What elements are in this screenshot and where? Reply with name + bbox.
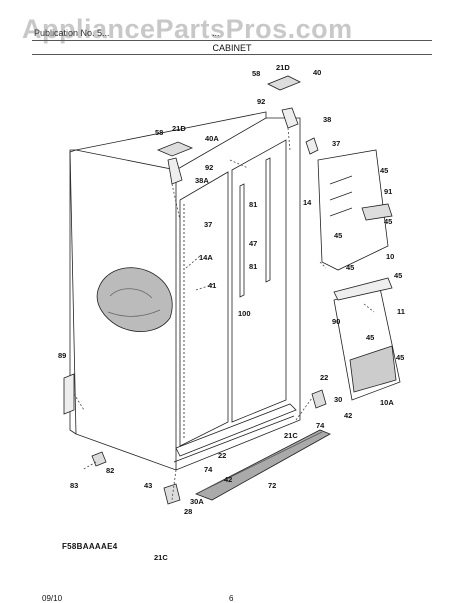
callout-label: 45 — [334, 231, 342, 240]
watermark: AppliancePartsPros.com — [22, 14, 353, 44]
callout-label: 81 — [249, 262, 257, 271]
callout-label: 37 — [332, 139, 340, 148]
callout-label: 45 — [346, 263, 354, 272]
callout-label: 11 — [397, 307, 405, 316]
callout-label: 41 — [208, 281, 216, 290]
callout-label: 92 — [257, 97, 265, 106]
diagram-code: F58BAAAAE4 — [62, 542, 118, 551]
callout-label: 14A — [199, 253, 213, 262]
callout-label: 40A — [205, 134, 219, 143]
callout-label: 83 — [70, 481, 78, 490]
callout-label: 89 — [58, 351, 66, 360]
callout-label: 74 — [204, 465, 213, 474]
callout-label: 22 — [320, 373, 328, 382]
callout-label: 37 — [204, 220, 212, 229]
header-rule-top — [32, 40, 432, 41]
publication-number: Publication No. 5... — [34, 28, 110, 38]
callout-label: 47 — [249, 239, 257, 248]
callout-label: 21C — [284, 431, 298, 440]
callout-label: 30A — [190, 497, 204, 506]
callout-label: 45 — [366, 333, 374, 342]
callout-label: 21D — [276, 63, 290, 72]
callout-label: 42 — [224, 475, 232, 484]
callout-label: 45 — [384, 217, 392, 226]
header-rule-bottom — [32, 54, 432, 55]
callout-label: 21C — [154, 553, 168, 562]
callout-label: 100 — [238, 309, 251, 318]
callout-label: 10 — [386, 252, 394, 261]
callout-label: 58 — [155, 128, 163, 137]
footer-date: 09/10 — [42, 594, 63, 603]
callout-label: 72 — [268, 481, 276, 490]
section-title: CABINET — [212, 43, 252, 53]
page-header: AppliancePartsPros.com Publication No. 5… — [0, 0, 464, 58]
page-number: 6 — [229, 594, 234, 603]
callout-label: 43 — [144, 481, 152, 490]
callout-label: 81 — [249, 200, 257, 209]
callout-label: 90 — [332, 317, 340, 326]
callout-label: 40 — [313, 68, 321, 77]
callout-label: 42 — [344, 411, 352, 420]
callout-label: 92 — [205, 163, 213, 172]
callout-label: 30 — [334, 395, 342, 404]
callout-label: 58 — [252, 69, 260, 78]
callout-label: 28 — [184, 507, 192, 516]
callout-label: 38A — [195, 176, 209, 185]
model-number: ... — [212, 28, 220, 38]
callout-label: 91 — [384, 187, 392, 196]
callout-label: 14 — [303, 198, 312, 207]
callout-label: 21D — [172, 124, 186, 133]
callout-label: 22 — [218, 451, 226, 460]
callout-label: 45 — [380, 166, 388, 175]
callout-label: 82 — [106, 466, 114, 475]
callout-label: 38 — [323, 115, 331, 124]
callout-label: 10A — [380, 398, 394, 407]
callout-label: 45 — [396, 353, 404, 362]
callout-label: 45 — [394, 271, 402, 280]
callout-label: 74 — [316, 421, 325, 430]
